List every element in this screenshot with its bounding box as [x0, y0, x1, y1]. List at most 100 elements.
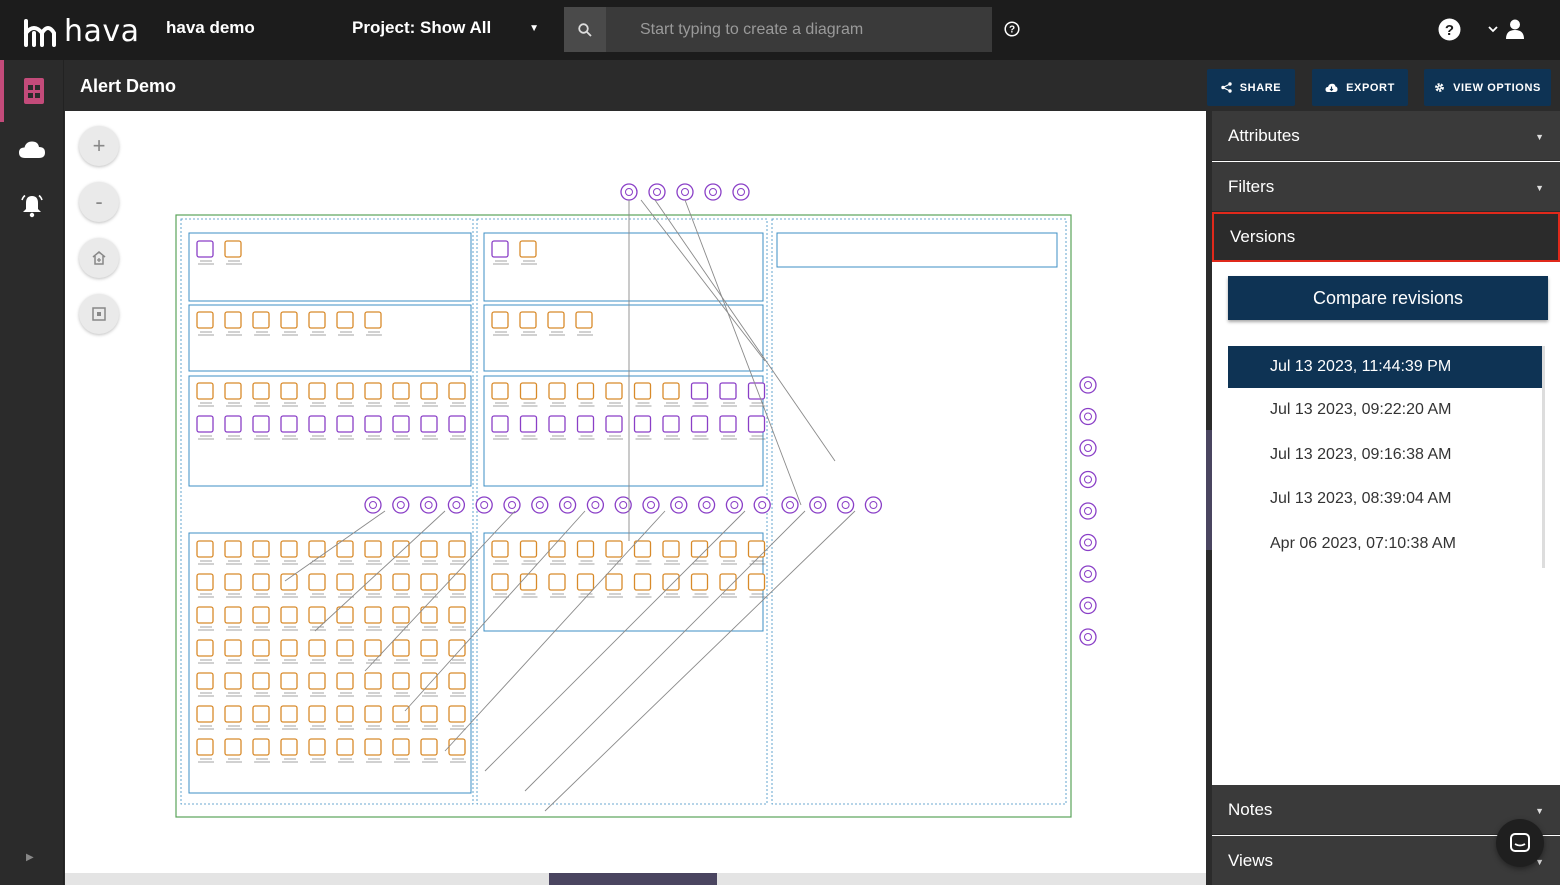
export-button[interactable]: EXPORT: [1312, 69, 1408, 106]
gateway-node: [732, 183, 750, 201]
version-item[interactable]: Jul 13 2023, 11:44:39 PM: [1228, 346, 1542, 388]
zoom-out-button[interactable]: -: [79, 182, 119, 222]
vpc-peering-node: [1079, 376, 1097, 394]
vpc-peering-node-inner: [1084, 412, 1092, 421]
compare-revisions-label: Compare revisions: [1312, 287, 1464, 308]
search-icon[interactable]: [564, 7, 606, 52]
filters-label: Filters: [1228, 176, 1275, 196]
ec2-instance-node: [519, 540, 538, 558]
zoom-in-button[interactable]: +: [79, 126, 119, 166]
ec2-instance-node: [420, 606, 438, 624]
ec2-instance-node: [491, 573, 509, 591]
filters-section-header[interactable]: Filters ▼: [1212, 162, 1560, 212]
load-balancer-node-inner: [563, 501, 572, 509]
vpc-peering-node-inner: [1084, 538, 1092, 547]
gateway-node: [620, 183, 638, 201]
horizontal-scroll-thumb[interactable]: [549, 873, 717, 885]
rail-alerts[interactable]: [0, 178, 64, 234]
load-balancer-node-inner: [786, 501, 794, 509]
share-button[interactable]: SHARE: [1207, 69, 1295, 106]
nat-gateway-node: [491, 240, 509, 258]
top-bar: hava hava demo Project: Show All ▼ ? ?: [0, 0, 1560, 60]
version-item[interactable]: Jul 13 2023, 08:39:04 AM: [1228, 477, 1542, 522]
version-item[interactable]: Apr 06 2023, 07:10:38 AM: [1228, 522, 1542, 567]
load-balancer-node-inner: [535, 501, 544, 509]
load-balancer-node: [864, 496, 883, 514]
caret-down-icon: ▼: [1535, 806, 1544, 816]
user-menu[interactable]: [1488, 18, 1526, 40]
ec2-instance-node: [420, 705, 438, 723]
ec2-instance-node: [224, 240, 242, 258]
ec2-instance-node: [252, 672, 270, 690]
version-timestamp: Jul 13 2023, 09:16:38 AM: [1270, 445, 1452, 463]
ec2-instance-node: [252, 606, 270, 624]
ec2-instance-node: [690, 573, 709, 591]
ec2-instance-node: [280, 705, 298, 723]
project-selector[interactable]: Project: Show All ▼: [352, 18, 539, 38]
search-help-icon[interactable]: ?: [1004, 21, 1020, 42]
versions-section-header[interactable]: Versions: [1212, 212, 1560, 262]
org-name[interactable]: hava demo: [166, 18, 255, 37]
view-options-button[interactable]: VIEW OPTIONS: [1424, 69, 1551, 106]
load-balancer-node-inner: [702, 501, 711, 509]
ec2-instance-node: [364, 738, 382, 756]
ec2-instance-node: [662, 540, 680, 558]
ec2-instance-node: [196, 573, 214, 591]
ec2-instance-node: [519, 382, 538, 400]
versions-scrollbar[interactable]: [1542, 346, 1545, 568]
vpc-peering-node-inner: [1084, 601, 1092, 610]
compare-revisions-button[interactable]: Compare revisions: [1228, 276, 1548, 320]
availability-zone: [771, 218, 1067, 805]
rail-cloud[interactable]: [0, 122, 64, 178]
search-input[interactable]: [640, 20, 970, 39]
infrastructure-diagram[interactable]: [65, 111, 1206, 885]
expand-rail-icon[interactable]: ▶: [26, 852, 34, 863]
ec2-instance-node: [336, 415, 354, 433]
cloud-icon: [19, 141, 45, 158]
load-balancer-node-inner: [424, 501, 433, 509]
horizontal-scrollbar[interactable]: [65, 873, 1206, 885]
rail-diagrams[interactable]: [0, 60, 64, 122]
version-item[interactable]: Jul 13 2023, 09:16:38 AM: [1228, 433, 1542, 478]
gear-icon: [1435, 83, 1444, 92]
fit-diagram-button[interactable]: [79, 238, 119, 278]
load-balancer-node-inner: [508, 501, 516, 509]
load-balancer-node: [364, 496, 382, 514]
diagram-canvas[interactable]: + -: [65, 111, 1206, 885]
ec2-instance-node: [280, 382, 298, 400]
views-label: Views: [1228, 850, 1274, 870]
ec2-instance-node: [196, 415, 214, 433]
chat-launcher-button[interactable]: [1496, 819, 1544, 867]
ec2-instance-node: [548, 573, 566, 591]
vpc-peering-node-inner: [1084, 444, 1092, 452]
attributes-section-header[interactable]: Attributes ▼: [1212, 111, 1560, 161]
subnet-box: [188, 375, 472, 487]
ec2-instance-node: [747, 573, 766, 591]
ec2-instance-node: [336, 705, 354, 723]
ec2-instance-node: [392, 672, 410, 690]
caret-down-icon: ▼: [1535, 132, 1544, 142]
ec2-instance-node: [224, 606, 242, 624]
center-diagram-button[interactable]: [79, 294, 119, 334]
ec2-instance-node: [280, 540, 298, 558]
ec2-instance-node: [364, 415, 382, 433]
hava-logo[interactable]: hava: [22, 14, 140, 49]
vertical-scroll-thumb[interactable]: [1206, 430, 1212, 550]
gateway-node-inner: [625, 188, 633, 196]
diagram-header: Alert Demo SHARE EXPORT VIEW OPTIONS: [65, 60, 1560, 111]
vpc-peering-node: [1079, 628, 1097, 646]
version-timestamp: Jul 13 2023, 08:39:04 AM: [1270, 490, 1452, 508]
ec2-instance-node: [491, 540, 509, 558]
ec2-instance-node: [633, 573, 652, 591]
ec2-instance-node: [336, 672, 354, 690]
version-item[interactable]: Jul 13 2023, 09:22:20 AM: [1228, 388, 1542, 433]
load-balancer-node: [475, 496, 493, 514]
load-balancer-node-inner: [452, 501, 461, 509]
ec2-instance-node: [605, 573, 623, 591]
side-panel: Attributes ▼ Filters ▼ Versions Compare …: [1212, 111, 1560, 885]
subnet-box: [776, 232, 1058, 268]
help-icon[interactable]: ?: [1438, 18, 1461, 46]
ec2-instance-node: [448, 738, 466, 756]
ec2-instance-node: [719, 573, 737, 591]
notes-section-header[interactable]: Notes ▼: [1212, 785, 1560, 835]
